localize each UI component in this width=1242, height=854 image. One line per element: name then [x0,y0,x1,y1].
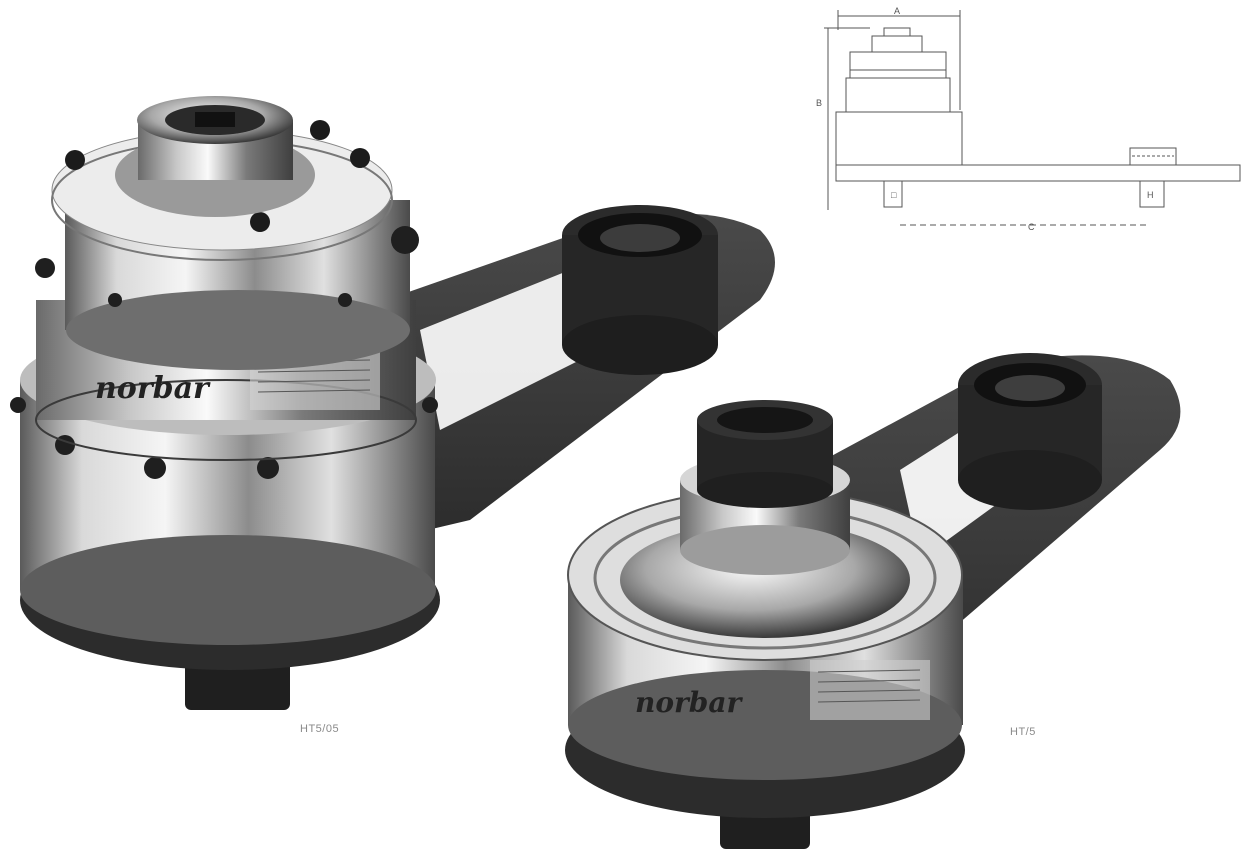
reaction-socket-large [562,205,718,375]
input-square-small [680,400,850,575]
multiplier-small: norbar [565,353,1181,849]
dimension-label-square-in: □ [891,190,897,200]
input-square-large [115,96,315,217]
dimension-label-c: C [1028,222,1035,232]
dimension-diagram: A B C □ H [816,6,1241,232]
reaction-socket-small [958,353,1102,510]
brand-logo-large: norbar [95,371,211,406]
dimension-label-b: B [816,98,822,108]
caption-large-model: HT5/05 [300,723,340,735]
dimension-label-a: A [894,6,900,16]
brand-logo-small: norbar [635,686,744,719]
caption-small-model: HT/5 [1010,726,1036,738]
dimension-label-square-out: H [1147,190,1154,200]
rating-plate-small [810,660,930,720]
multiplier-large: norbar [10,96,775,710]
